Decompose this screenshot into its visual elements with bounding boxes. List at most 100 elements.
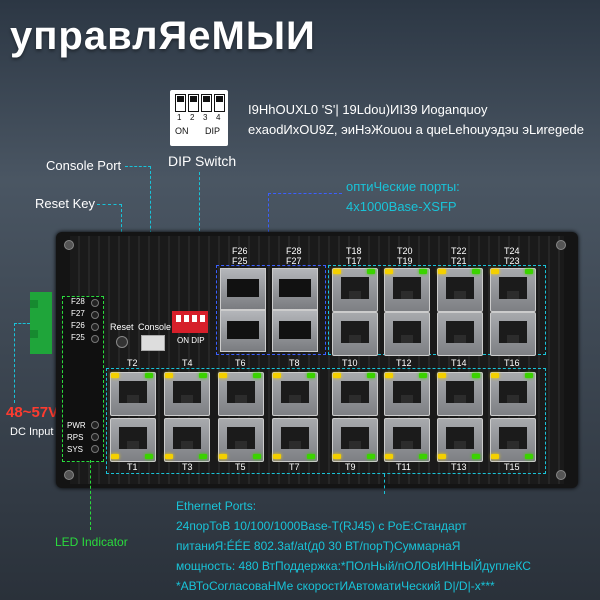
reset-key-label: Reset Key [35,196,95,211]
port-led [273,454,281,459]
port-label: T17 [346,256,362,266]
port-label: T3 [182,462,193,472]
reset-label: Reset [110,322,134,332]
port-led [491,269,499,274]
rj45-port-t22[interactable] [437,268,483,312]
dc-terminal-slot [30,330,38,338]
rj45-port-t17[interactable] [332,312,378,356]
sfp-label-f25: F25 [232,256,248,266]
port-led [438,373,446,378]
ethernet-line4: *АВТоСогласоваНМе скоростИАвтоматиЧеский… [176,579,495,593]
port-led [419,454,427,459]
led-leader-line [90,460,91,530]
port-label: T7 [289,462,300,472]
rj45-port-t12[interactable] [384,372,430,416]
port-led [145,454,153,459]
ethernet-line3: мощность: 480 ВтПоддержка:*ПОлНый/пОЛОвИ… [176,559,531,573]
port-led [199,373,207,378]
dc-leader-v [14,323,15,403]
rj45-port-t19[interactable] [384,312,430,356]
ethernet-leader-line [384,474,385,494]
console-port-label: Console Port [46,158,122,173]
led-indicator-label: LED Indicator [55,535,128,549]
port-label: T10 [342,358,358,368]
port-led [472,454,480,459]
sfp-port-f27[interactable] [272,310,318,352]
reset-button[interactable] [116,336,128,348]
sfp-group-outline [216,265,326,355]
port-led [273,373,281,378]
port-label: T6 [235,358,246,368]
dip-switch-4 [214,94,225,112]
port-led [145,373,153,378]
port-label: T12 [396,358,412,368]
rj45-port-t18[interactable] [332,268,378,312]
port-label: T22 [451,246,467,256]
led-f27 [91,311,99,319]
dc-input-label: DC Input [10,426,54,438]
port-led [491,454,499,459]
port-label: T11 [396,462,411,472]
port-led [438,454,446,459]
port-led [525,454,533,459]
port-led [253,454,261,459]
port-label: T13 [451,462,467,472]
port-led [525,373,533,378]
ethernet-heading: Ethernet Ports: [176,499,257,513]
ethernet-line2: питаниЯ:ÉÉE 802.3af/at(д0 30 ВТ/порТ)Сум… [176,539,461,553]
ethernet-spec-block: Ethernet Ports: 24порТоВ 10/100/1000Base… [176,496,590,596]
port-led [367,373,375,378]
port-label: T23 [504,256,520,266]
dip-on-label: ON [175,126,189,136]
dip-switch-hardware[interactable] [172,311,208,333]
screw-icon [64,470,74,480]
screw-icon [64,240,74,250]
rj45-port-t20[interactable] [384,268,430,312]
led-indicator-panel: F28 F27 F26 F25 PWR RPS SYS [62,296,104,462]
port-led [472,373,480,378]
port-led [111,373,119,378]
dip-dip-label: DIP [205,126,221,136]
port-label: T24 [504,246,520,256]
console-label: Console [138,322,172,332]
dip-number: 1 [177,113,182,122]
rj45-port-t10[interactable] [332,372,378,416]
rj45-port-t16[interactable] [490,372,536,416]
dc-leader-h [14,323,30,324]
sfp-port-f28[interactable] [272,268,318,310]
rj45-port-t24[interactable] [490,268,536,312]
rj45-port-t23[interactable] [490,312,536,356]
port-label: T1 [127,462,138,472]
port-led [165,454,173,459]
led-label-rps: RPS [67,433,84,442]
rj45-port-t14[interactable] [437,372,483,416]
sfp-port-f25[interactable] [220,310,266,352]
led-label-f26: F26 [71,321,85,330]
led-sys [91,445,99,453]
port-label: T21 [451,256,467,266]
rj45-port-t2[interactable] [110,372,156,416]
rj45-port-t8[interactable] [272,372,318,416]
port-label: T18 [346,246,362,256]
console-port[interactable] [141,335,165,351]
rj45-port-t6[interactable] [218,372,264,416]
sfp-port-f26[interactable] [220,268,266,310]
port-led [385,269,393,274]
dip-on-dip-label: ON DIP [177,336,205,345]
port-led [367,269,375,274]
port-led [333,454,341,459]
led-label-f28: F28 [71,297,85,306]
port-led [333,269,341,274]
dip-switch-caption: DIP Switch [168,153,237,169]
port-led [165,373,173,378]
optical-ports-label: оптиЧеские порты: [346,179,460,194]
dip-switch-diagram: 1 2 3 4 ON DIP [170,90,228,146]
rj45-port-t21[interactable] [437,312,483,356]
led-label-f27: F27 [71,309,85,318]
port-label: T8 [289,358,300,368]
port-label: T19 [397,256,413,266]
rj45-port-t4[interactable] [164,372,210,416]
console-leader-h [125,166,151,167]
port-led [219,454,227,459]
screw-icon [556,240,566,250]
